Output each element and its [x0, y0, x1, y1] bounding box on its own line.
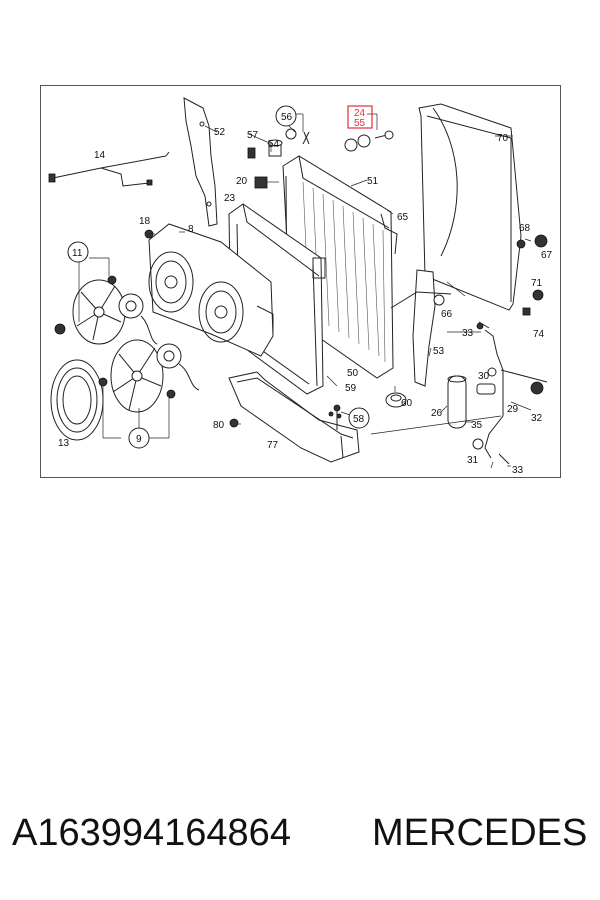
label-74: 74 [533, 329, 545, 340]
label-80: 80 [213, 420, 225, 431]
small-fasteners-lower [328, 404, 342, 430]
circled-callouts [67, 105, 370, 449]
label-50: 50 [347, 368, 359, 379]
caption-bar: A163994164864 MERCEDES [0, 808, 600, 858]
part-number: A163994164864 [12, 811, 291, 854]
label-14: 14 [94, 150, 106, 161]
fan-shroud-70 [418, 103, 548, 316]
label-57: 57 [247, 130, 259, 141]
label-59: 59 [345, 383, 357, 394]
exploded-parts-diagram: 14 52 57 56 54 24 55 70 20 23 51 65 18 8… [40, 85, 561, 478]
label-20: 20 [236, 176, 248, 187]
label-24: 24 [354, 108, 366, 119]
part-labels: 14 52 57 56 54 24 55 70 20 23 51 65 18 8… [58, 108, 553, 476]
label-65: 65 [397, 212, 409, 223]
label-13: 13 [58, 438, 70, 449]
label-9: 9 [136, 434, 142, 445]
label-26: 26 [431, 408, 443, 419]
ac-line-29 [472, 321, 548, 465]
label-77: 77 [267, 440, 279, 451]
label-31: 31 [467, 455, 479, 466]
label-29: 29 [507, 404, 519, 415]
receiver-drier-26 [447, 375, 467, 429]
small-fasteners-top [247, 128, 394, 189]
label-18: 18 [139, 216, 151, 227]
bracket-52 [183, 97, 218, 227]
label-70: 70 [497, 133, 509, 144]
label-23: 23 [224, 193, 236, 204]
label-54: 54 [268, 139, 280, 150]
label-30: 30 [478, 371, 490, 382]
leader-lines [69, 113, 532, 469]
label-11: 11 [72, 248, 83, 259]
bush-60 [385, 392, 407, 408]
fan-11 [54, 275, 158, 345]
fan-9-and-ring-13 [50, 339, 200, 441]
label-55: 55 [354, 118, 366, 129]
label-53: 53 [433, 346, 445, 357]
label-51: 51 [367, 176, 379, 187]
label-32: 32 [531, 413, 543, 424]
label-35: 35 [471, 420, 483, 431]
label-68: 68 [519, 223, 531, 234]
label-33-lower: 33 [512, 465, 524, 476]
bracket-53 [390, 269, 452, 387]
label-58: 58 [353, 414, 365, 425]
air-duct-77 [228, 371, 360, 463]
label-52: 52 [214, 127, 226, 138]
label-71: 71 [531, 278, 543, 289]
wiring-harness-14 [48, 151, 170, 187]
label-60: 60 [401, 398, 413, 409]
label-33-upper: 33 [462, 328, 474, 339]
dual-fan-assembly-8 [144, 223, 274, 357]
brand-name: MERCEDES [372, 811, 588, 854]
label-56: 56 [281, 112, 293, 123]
label-67: 67 [541, 250, 553, 261]
highlighted-part-callout [347, 105, 373, 129]
label-66: 66 [441, 309, 453, 320]
label-8: 8 [188, 224, 194, 235]
